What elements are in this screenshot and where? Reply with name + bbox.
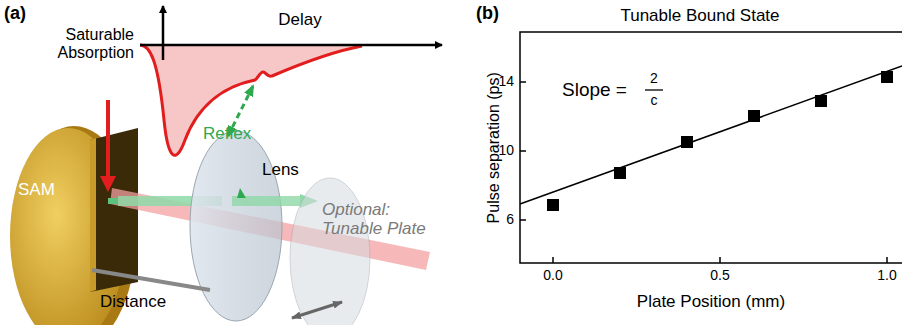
figure-label: (a) bbox=[4, 4, 26, 24]
figure-label: 1.0 bbox=[877, 268, 896, 283]
figure-label: SAM bbox=[18, 181, 55, 200]
figure-label: 0.5 bbox=[710, 268, 729, 283]
figure-label: Slope = bbox=[562, 80, 627, 101]
figure-label: Reflex bbox=[203, 125, 251, 144]
figure-label: Saturable Absorption bbox=[6, 26, 134, 61]
figure-label: Plate Position (mm) bbox=[637, 293, 785, 312]
figure-label: Delay bbox=[278, 11, 321, 30]
figure-label: Pulse separation (ps) bbox=[485, 72, 503, 223]
figure-label: (b) bbox=[476, 4, 499, 24]
figure-label: Optional: Tunable Plate bbox=[322, 201, 450, 238]
figure-label: Lens bbox=[262, 161, 299, 180]
figure-label: 2 bbox=[650, 71, 658, 86]
figure-label: 0.0 bbox=[543, 268, 562, 283]
figure-label: Tunable Bound State bbox=[620, 7, 779, 26]
figure-label: Distance bbox=[100, 293, 166, 312]
figure-label: c bbox=[651, 93, 658, 108]
figure-label: 6 bbox=[506, 212, 514, 227]
